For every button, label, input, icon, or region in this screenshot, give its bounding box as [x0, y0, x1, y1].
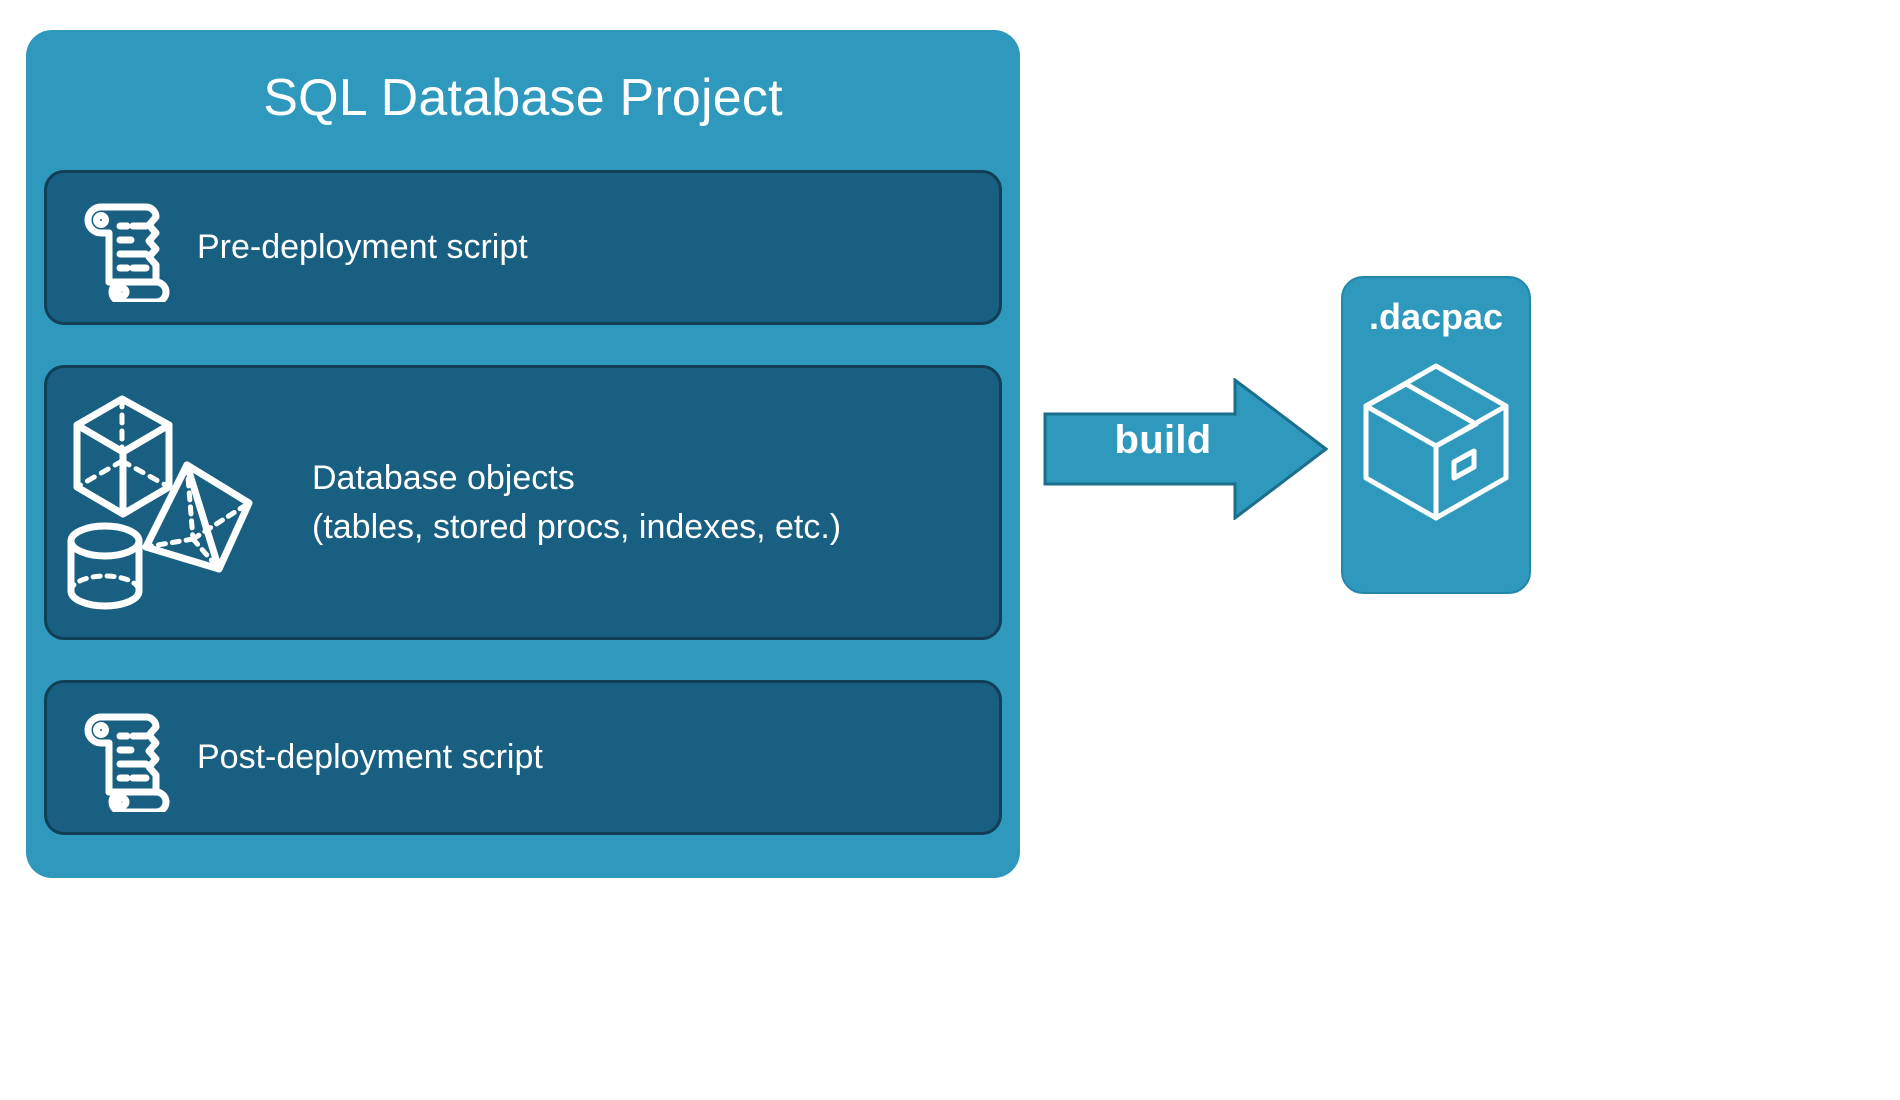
sql-database-project-panel: SQL Database Project	[26, 30, 1020, 878]
build-arrow-label: build	[1114, 418, 1212, 462]
database-objects-icon-group	[47, 368, 312, 637]
scroll-icon-post	[47, 704, 197, 812]
card-label-database-objects-line2: (tables, stored procs, indexes, etc.)	[312, 507, 842, 546]
dacpac-title: .dacpac	[1368, 296, 1504, 337]
cylinder-icon	[67, 522, 143, 609]
card-label-pre-deployment: Pre-deployment script	[197, 228, 528, 267]
card-label-post-deployment: Post-deployment script	[197, 738, 543, 777]
build-arrow	[1043, 376, 1329, 522]
pyramid-icon	[142, 461, 253, 572]
scroll-icon-pre	[47, 194, 197, 302]
package-box-icon	[1362, 360, 1510, 527]
cube-icon	[73, 395, 173, 517]
card-label-database-objects-line1: Database objects	[312, 459, 575, 498]
project-panel-title: SQL Database Project	[263, 69, 783, 127]
card-post-deployment-script[interactable]: Post-deployment script	[44, 680, 1002, 835]
dacpac-output-card[interactable]: .dacpac	[1341, 276, 1531, 594]
card-pre-deployment-script[interactable]: Pre-deployment script	[44, 170, 1002, 325]
card-database-objects[interactable]: Database objects (tables, stored procs, …	[44, 365, 1002, 640]
card-label-database-objects: Database objects (tables, stored procs, …	[312, 454, 841, 551]
